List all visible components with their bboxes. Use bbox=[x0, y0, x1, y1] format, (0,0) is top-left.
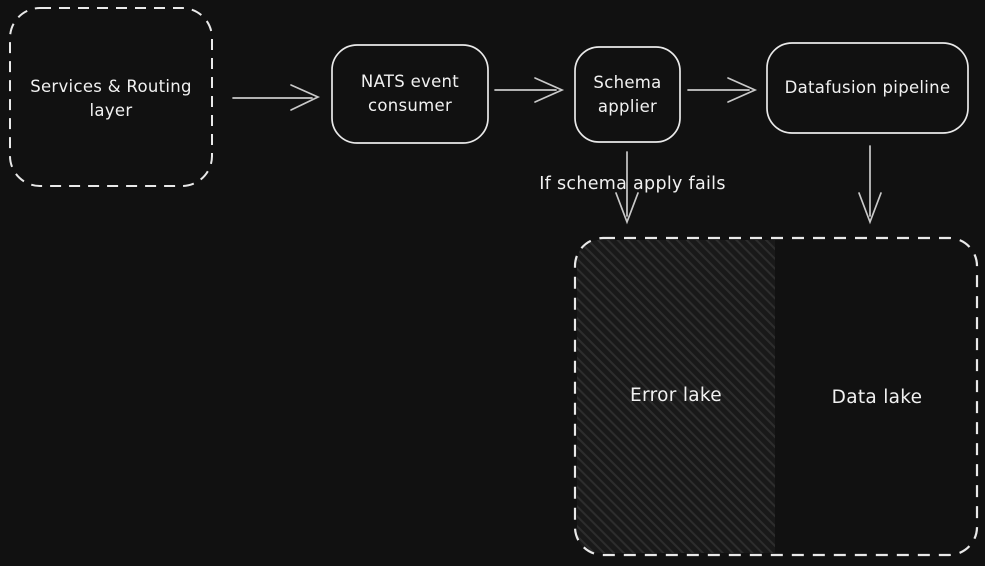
arrow-services-to-nats bbox=[232, 84, 321, 111]
lake-container-box bbox=[573, 236, 979, 557]
datafusion-pipeline-box bbox=[766, 42, 969, 134]
arrow-schema-to-error-lake bbox=[615, 151, 639, 225]
services-routing-box bbox=[9, 7, 213, 187]
arrow-schema-to-datafusion bbox=[687, 77, 758, 103]
schema-applier-box bbox=[574, 46, 681, 143]
arrow-nats-to-schema bbox=[494, 77, 565, 103]
error-lake-hatched-zone bbox=[577, 240, 775, 553]
nats-consumer-box bbox=[331, 44, 489, 144]
arrow-datafusion-to-data-lake bbox=[858, 145, 882, 225]
